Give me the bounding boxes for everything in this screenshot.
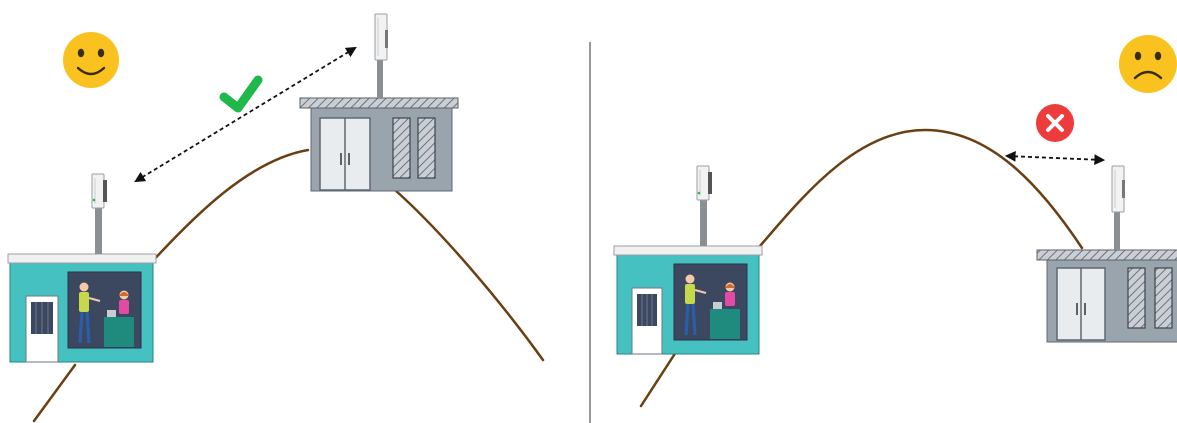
shopkeeper-person: [107, 290, 129, 317]
radio-antenna-house: [91, 173, 107, 254]
radio-antenna-cabinet: [374, 13, 388, 98]
sad-face-icon: [1119, 35, 1177, 93]
smiley-face-icon: [63, 32, 119, 88]
radio-antenna-cabinet: [1111, 165, 1125, 250]
terrain-hill: [639, 128, 1084, 408]
checkmark-icon: [219, 75, 263, 113]
cabinet-vent: [1127, 267, 1146, 329]
cabinet-vent: [392, 117, 411, 179]
radio-link-arrow: [1004, 150, 1106, 166]
house-with-shop: [7, 253, 157, 363]
radio-antenna-house: [696, 165, 712, 246]
shopkeeper-person: [713, 282, 735, 309]
customer-person: [684, 274, 707, 336]
radio-link-arrow: [134, 46, 357, 183]
shop-counter: [104, 317, 134, 347]
shop-counter: [710, 309, 740, 339]
customer-person: [78, 282, 101, 344]
panel-clear-line-of-sight: [7, 13, 545, 423]
equipment-cabinet: [1036, 249, 1177, 343]
cabinet-vent: [1154, 267, 1173, 329]
equipment-cabinet: [299, 97, 459, 192]
house-with-shop: [613, 245, 763, 355]
panel-blocked-line-of-sight: [613, 35, 1177, 408]
cabinet-vent: [417, 117, 436, 179]
cross-icon: [1036, 104, 1074, 142]
